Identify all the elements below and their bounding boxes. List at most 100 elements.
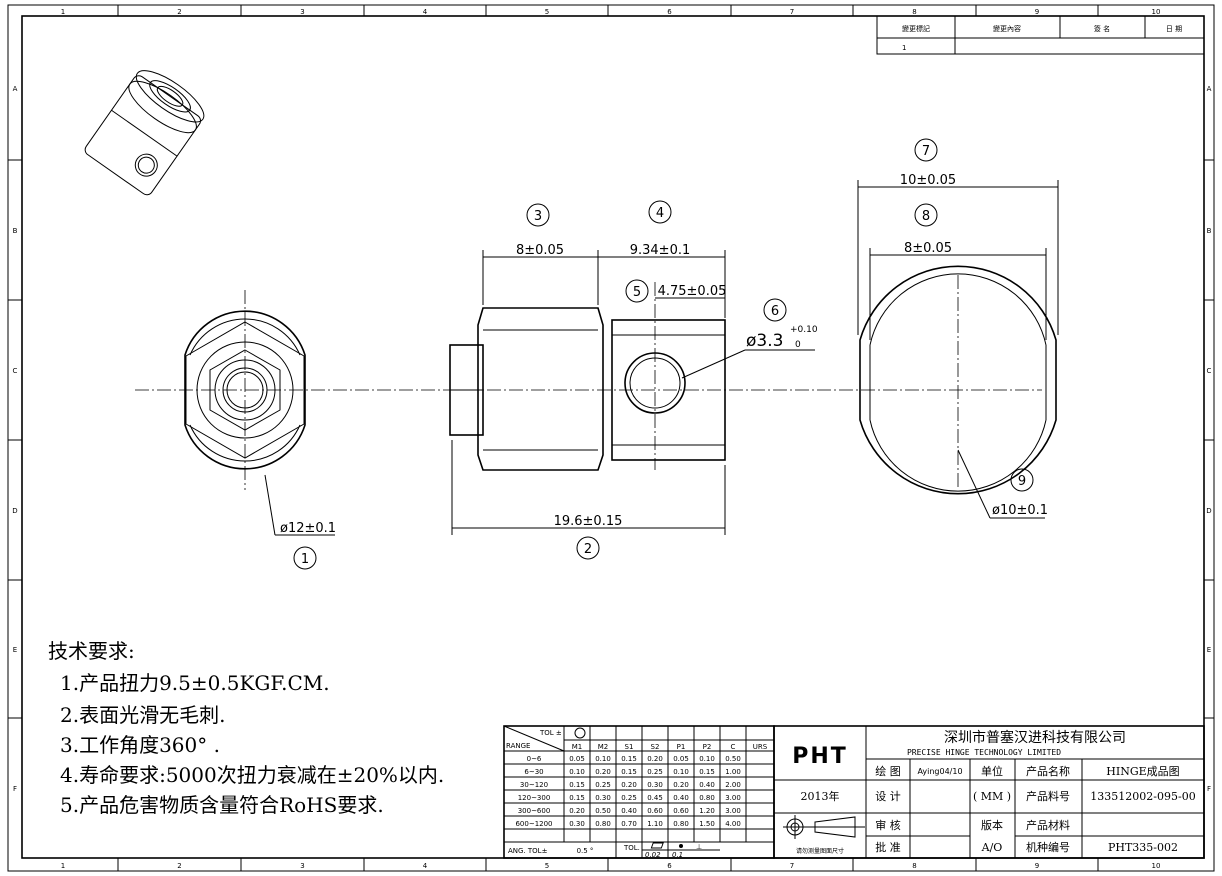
tol-value: 3.00 xyxy=(725,794,741,802)
draw-label: 绘 图 xyxy=(875,764,901,778)
tol-value: 0.25 xyxy=(621,794,637,802)
front-view xyxy=(449,307,726,471)
tol-value: 4.00 xyxy=(725,820,741,828)
tol-value: 0.40 xyxy=(699,781,715,789)
product-name-value: HINGE成品图 xyxy=(1106,765,1179,778)
tol-value: 0.50 xyxy=(595,807,611,815)
perpendicularity-icon: ⊥ xyxy=(696,843,702,851)
do-not-measure-note: 请勿测量图面尺寸 xyxy=(796,847,844,855)
dimension-2: 19.6±0.15 2 xyxy=(451,440,726,560)
tol-value: 0.10 xyxy=(595,755,611,763)
dim-6-text: ø3.3 xyxy=(746,331,783,351)
tol-value: 0.30 xyxy=(595,794,611,802)
company-logo: PHT xyxy=(792,744,848,769)
column-marker-top: 4 xyxy=(423,8,428,16)
roundness-icon xyxy=(574,727,586,739)
column-marker-bottom: 1 xyxy=(61,862,65,870)
tol-value: 0.40 xyxy=(673,794,689,802)
tol-value: 0.15 xyxy=(569,794,585,802)
tol-header: M1 xyxy=(572,743,583,751)
year: 2013年 xyxy=(801,789,840,803)
row-marker-right: C xyxy=(1207,367,1212,375)
row-marker-right: A xyxy=(1207,85,1212,93)
column-marker-top: 10 xyxy=(1152,8,1161,16)
dimension-7: 10±0.05 7 xyxy=(857,138,1059,335)
row-marker-left: C xyxy=(13,367,18,375)
tol-range: 120~300 xyxy=(518,794,551,802)
dim-1-text: ø12±0.1 xyxy=(280,521,336,536)
column-marker-bottom: 2 xyxy=(177,862,181,870)
tol-value: 0.50 xyxy=(725,755,741,763)
tol-value: 0.05 xyxy=(673,755,689,763)
balloon-2: 2 xyxy=(584,542,592,557)
version-value: A/O xyxy=(981,841,1003,854)
column-marker-bottom: 8 xyxy=(912,862,916,870)
tol-value: 0.15 xyxy=(621,755,637,763)
row-marker-left: F xyxy=(13,785,17,793)
tol-value: 1.50 xyxy=(699,820,715,828)
dim-3-text: 8±0.05 xyxy=(516,243,564,258)
column-marker-top: 5 xyxy=(545,8,549,16)
tol-range: 30~120 xyxy=(520,781,548,789)
revision-table: 變更標記 變更內容 簽 名 日 期 1 xyxy=(876,15,1205,55)
tol-value: 0.80 xyxy=(699,794,715,802)
requirement-1: 1.产品扭力9.5±0.5KGF.CM. xyxy=(60,671,330,695)
tol-header: S2 xyxy=(651,743,660,751)
tol-corner-bottom: RANGE xyxy=(506,742,530,750)
row-marker-right: E xyxy=(1207,646,1211,654)
product-name-label: 产品名称 xyxy=(1026,764,1070,778)
tol-value: 0.20 xyxy=(569,807,585,815)
balloon-5: 5 xyxy=(633,285,641,300)
check-label: 审 核 xyxy=(875,818,901,832)
tol-header: URS xyxy=(753,743,768,751)
tol-corner-top: TOL ± xyxy=(539,729,562,737)
tol-value: 1.10 xyxy=(647,820,663,828)
requirement-4: 4.寿命要求:5000次扭力衰减在±20%以内. xyxy=(60,763,444,787)
tol-value: 0.20 xyxy=(595,768,611,776)
tol-value: 3.00 xyxy=(725,807,741,815)
column-marker-bottom: 5 xyxy=(545,862,549,870)
column-marker-top: 1 xyxy=(61,8,65,16)
tol-value: 0.70 xyxy=(621,820,637,828)
dim-2-text: 19.6±0.15 xyxy=(554,514,623,529)
column-marker-bottom: 9 xyxy=(1035,862,1039,870)
balloon-7: 7 xyxy=(922,144,930,159)
dimension-9: ø10±0.1 9 xyxy=(957,449,1048,519)
tol-value: 0.10 xyxy=(699,755,715,763)
dim-9-text: ø10±0.1 xyxy=(992,503,1048,518)
row-marker-right: F xyxy=(1207,785,1211,793)
tol-value: 0.20 xyxy=(647,755,663,763)
rev-header-sign: 簽 名 xyxy=(1094,24,1110,33)
balloon-6: 6 xyxy=(771,304,779,319)
column-marker-top: 8 xyxy=(912,8,916,16)
tol-header: M2 xyxy=(598,743,609,751)
tol-value: 0.05 xyxy=(569,755,585,763)
dim-8-text: 8±0.05 xyxy=(904,241,952,256)
tol-header: S1 xyxy=(625,743,634,751)
row-marker-left: D xyxy=(12,507,17,515)
column-marker-bottom: 6 xyxy=(667,862,672,870)
tol-value: 0.60 xyxy=(673,807,689,815)
projection-symbol xyxy=(783,815,865,839)
requirements-title: 技术要求: xyxy=(48,639,135,663)
tol-value: 0.45 xyxy=(647,794,663,802)
tol-value: 1.00 xyxy=(725,768,741,776)
tol-header: C xyxy=(731,743,736,751)
column-marker-top: 7 xyxy=(790,8,794,16)
rev-mark-1: 1 xyxy=(902,44,906,52)
tol-value: 0.20 xyxy=(673,781,689,789)
column-marker-bottom: 4 xyxy=(423,862,428,870)
tol-value: 2.00 xyxy=(725,781,741,789)
material-label: 产品材料 xyxy=(1026,818,1070,832)
company-name-en: PRECISE HINGE TECHNOLOGY LIMITED xyxy=(907,748,1061,757)
dimension-8: 8±0.05 8 xyxy=(869,203,1047,340)
row-marker-right: B xyxy=(1207,227,1212,235)
row-marker-left: E xyxy=(13,646,17,654)
dim-6-upper-tol: +0.10 xyxy=(790,325,818,335)
tol-value: 0.80 xyxy=(595,820,611,828)
tol-value: 0.10 xyxy=(569,768,585,776)
requirement-2: 2.表面光滑无毛刺. xyxy=(60,703,225,727)
column-marker-top: 9 xyxy=(1035,8,1039,16)
approve-label: 批 准 xyxy=(875,840,901,854)
